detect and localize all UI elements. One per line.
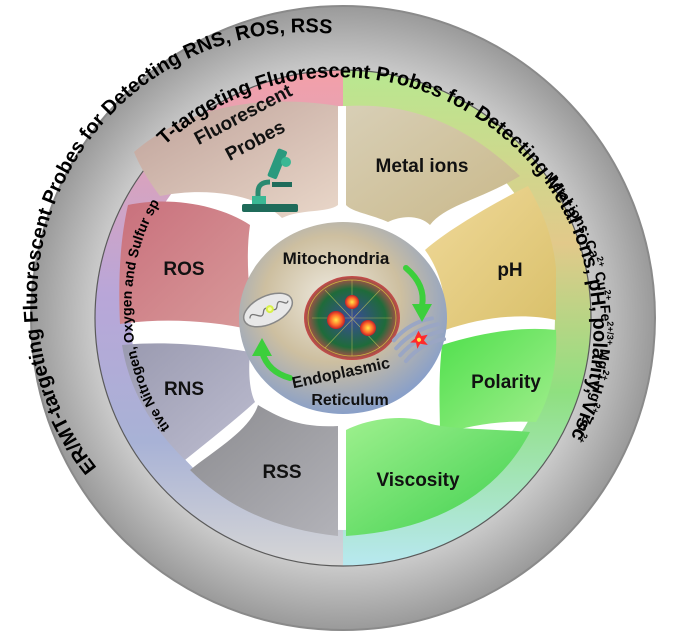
label-mitochondria: Mitochondria [283,249,390,268]
label-metal-ions: Metal ions [376,156,469,177]
segment-ros [119,201,252,330]
label-polarity: Polarity [471,372,541,393]
segment-viscosity [346,418,530,536]
segment-fluorescent-probes [134,101,338,218]
segment-metal-ions [346,105,520,225]
arrow-mito-to-er [403,265,432,322]
segment-ph [425,186,556,330]
ion-zn: Zn [575,412,597,434]
mitochondrion-icon [242,292,294,328]
endoplasmic-reticulum-icon [391,316,447,364]
arrow-er-to-mito [252,338,293,381]
label-reticulum: Reticulum [311,392,388,409]
label-ros: ROS [163,259,204,280]
segment-rss [190,405,338,536]
segment-rns [122,343,255,460]
ion-mg: Mg [595,348,614,370]
label-rns: RNS [164,379,204,400]
ion-hg: Hg [587,382,608,405]
segment-polarity [439,328,557,435]
label-ph: pH [497,260,522,281]
ion-fe: Fe [597,304,614,322]
ion-ca: Ca [582,238,603,261]
label-viscosity: Viscosity [376,470,460,491]
outer-ring-edge [30,5,656,631]
ion-cu: Cu [592,270,611,292]
label-rss: RSS [262,462,301,483]
cell-icon [304,276,400,360]
microscope-icon [242,148,298,212]
